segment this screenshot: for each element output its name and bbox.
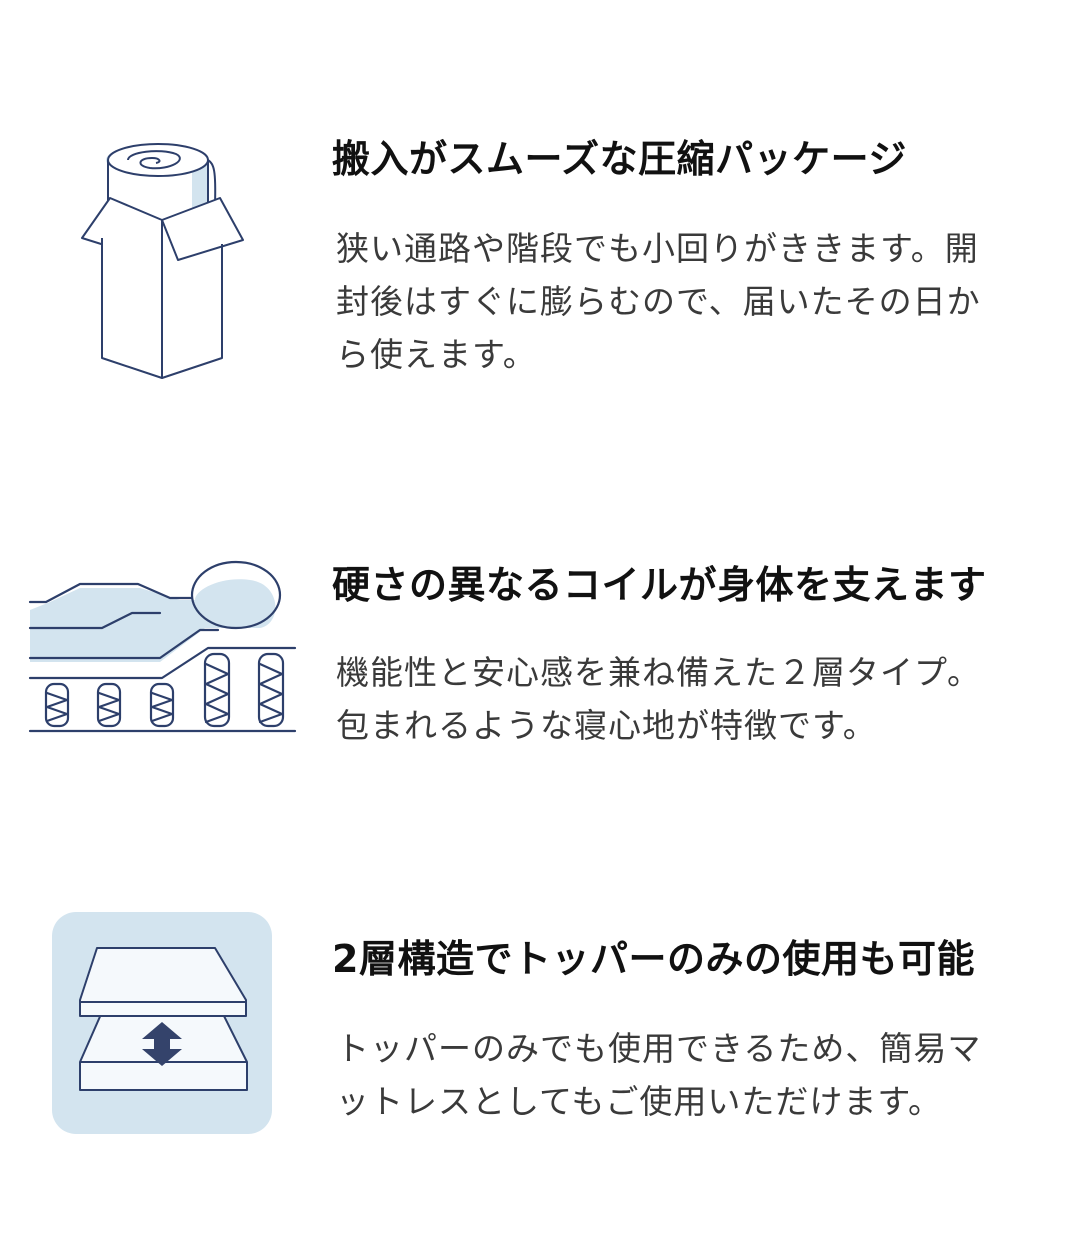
feature-title: 硬さの異なるコイルが身体を支えます — [332, 563, 987, 607]
feature-compressed-package: 搬入がスムーズな圧縮パッケージ 狭い通路や階段でも小回りがききます。開 封後はす… — [0, 0, 1080, 420]
feature-description: 機能性と安心感を兼ね備えた２層タイプ。 包まれるような寝心地が特徴です。 — [336, 646, 1056, 752]
feature-title: 2層構造でトッパーのみの使用も可能 — [332, 937, 975, 981]
feature-description: トッパーのみでも使用できるため、簡易マ ットレスとしてもご使用いただけます。 — [336, 1022, 1056, 1128]
description-line: トッパーのみでも使用できるため、簡易マ — [336, 1029, 982, 1068]
feature-coil-support: 硬さの異なるコイルが身体を支えます 機能性と安心感を兼ね備えた２層タイプ。 包ま… — [0, 420, 1080, 840]
rolled-mattress-box-icon — [80, 130, 260, 390]
feature-two-layer-topper: 2層構造でトッパーのみの使用も可能 トッパーのみでも使用できるため、簡易マ ット… — [0, 840, 1080, 1249]
two-layer-topper-icon — [52, 912, 272, 1134]
description-line: 狭い通路や階段でも小回りがききます。開 — [336, 229, 979, 268]
feature-description: 狭い通路や階段でも小回りがききます。開 封後はすぐに膨らむので、届いたその日か … — [336, 222, 1056, 381]
description-line: 機能性と安心感を兼ね備えた２層タイプ。 — [336, 653, 982, 692]
description-line: ら使えます。 — [336, 335, 537, 374]
description-line: 封後はすぐに膨らむので、届いたその日か — [336, 282, 981, 321]
feature-title: 搬入がスムーズな圧縮パッケージ — [332, 137, 907, 181]
description-line: ットレスとしてもご使用いただけます。 — [336, 1082, 943, 1121]
body-on-coil-springs-icon — [20, 550, 310, 750]
description-line: 包まれるような寝心地が特徴です。 — [336, 706, 877, 745]
